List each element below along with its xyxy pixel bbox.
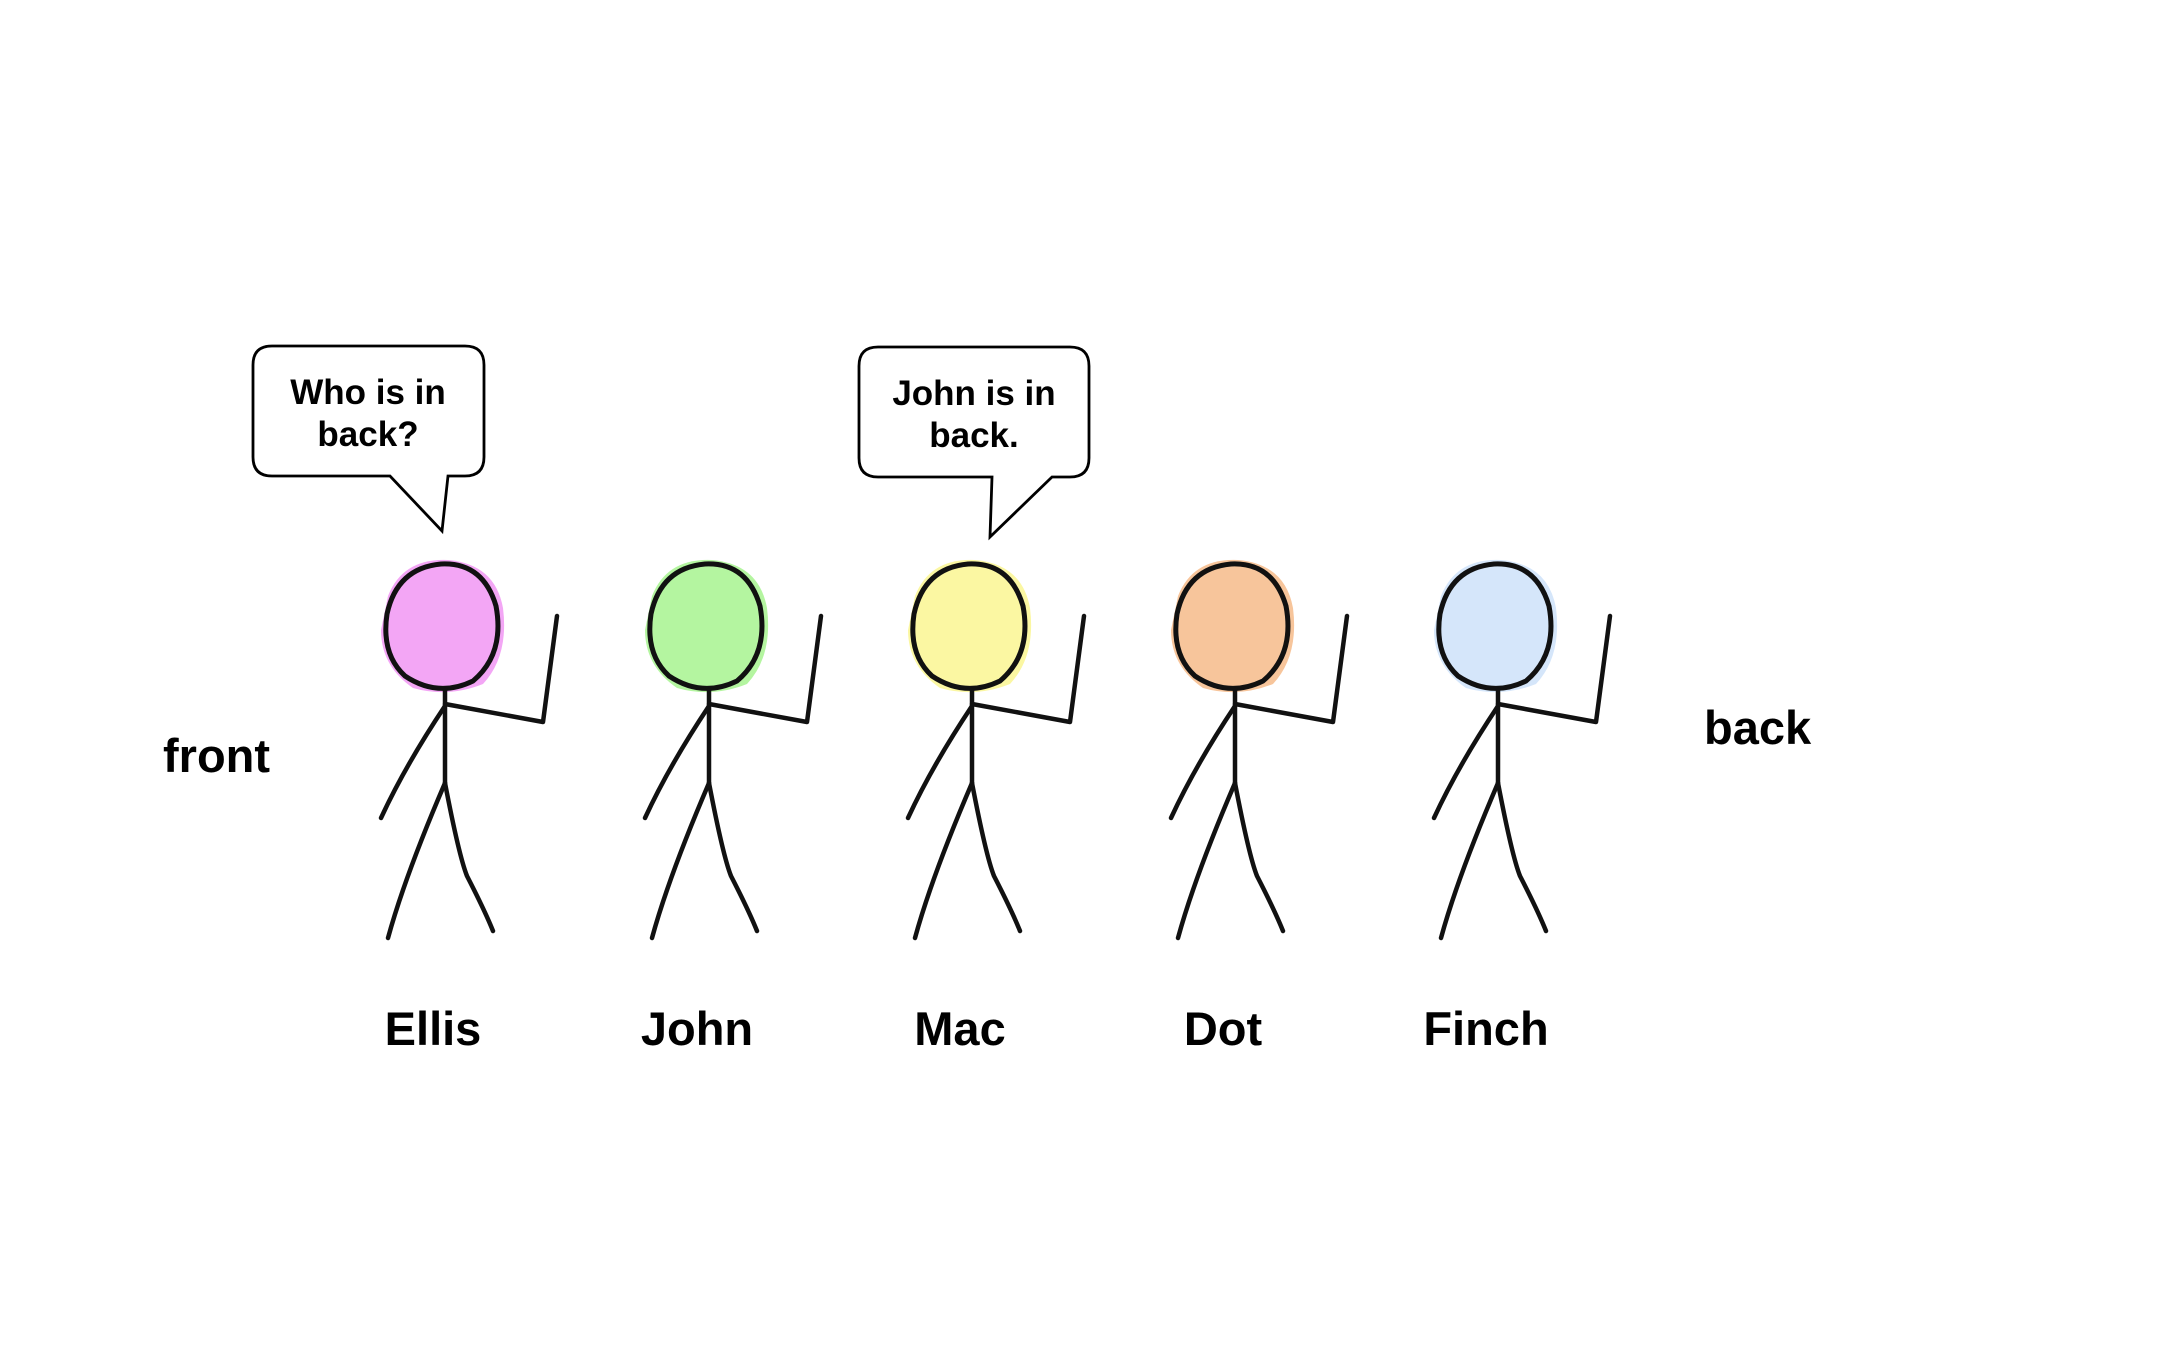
speech-bubble-line: back.	[929, 416, 1019, 455]
head-outline	[1173, 561, 1291, 691]
figure-left-arm	[1431, 703, 1501, 821]
head-outline	[910, 561, 1028, 691]
head-fill	[1434, 559, 1558, 693]
name-label-ellis: Ellis	[385, 1002, 482, 1055]
figure-left-leg	[912, 780, 975, 941]
figure-right-leg	[1232, 780, 1286, 934]
figure-left-leg	[385, 780, 448, 941]
speech-bubble-line: Who is in	[290, 373, 446, 412]
figure-left-leg	[1438, 780, 1501, 941]
figure-left-arm	[1168, 703, 1238, 821]
speech-bubble-line: John is in	[892, 374, 1055, 413]
figure-right-arm	[706, 613, 824, 725]
figure-left-arm	[905, 703, 975, 821]
stick-figure-dot: Dot	[1168, 559, 1350, 1055]
figure-right-arm	[969, 613, 1087, 725]
head-outline	[1436, 561, 1554, 691]
front-label: front	[163, 729, 270, 782]
figure-left-leg	[649, 780, 712, 941]
speech-bubble-outline	[251, 344, 486, 535]
stick-figure-ellis: Ellis	[378, 559, 560, 1055]
name-label-finch: Finch	[1423, 1002, 1548, 1055]
speech-bubble-outline	[857, 345, 1091, 541]
speech-bubble-line: back?	[317, 415, 418, 454]
head-fill	[1171, 559, 1295, 693]
figure-right-leg	[1495, 780, 1549, 934]
figure-right-arm	[442, 613, 560, 725]
head-fill	[908, 559, 1032, 693]
head-outline	[383, 561, 501, 691]
figure-right-leg	[969, 780, 1023, 934]
head-outline	[647, 561, 765, 691]
head-fill	[381, 559, 505, 693]
name-label-dot: Dot	[1184, 1002, 1263, 1055]
figure-left-arm	[642, 703, 712, 821]
figure-left-leg	[1175, 780, 1238, 941]
head-fill	[645, 559, 769, 693]
speech-bubble-mac: John is in back.	[857, 345, 1091, 541]
name-label-mac: Mac	[914, 1002, 1005, 1055]
stick-figure-finch: Finch	[1423, 559, 1613, 1055]
figure-right-arm	[1495, 613, 1613, 725]
figure-left-arm	[378, 703, 448, 821]
figure-row: Ellis John Mac Dot Finch	[378, 559, 1613, 1055]
figure-right-leg	[442, 780, 496, 934]
speech-bubble-ellis: Who is in back?	[251, 344, 486, 535]
stick-figure-john: John	[641, 559, 824, 1055]
back-label: back	[1704, 701, 1812, 754]
stick-figure-mac: Mac	[905, 559, 1087, 1055]
name-label-john: John	[641, 1002, 753, 1055]
figure-right-leg	[706, 780, 760, 934]
figure-right-arm	[1232, 613, 1350, 725]
